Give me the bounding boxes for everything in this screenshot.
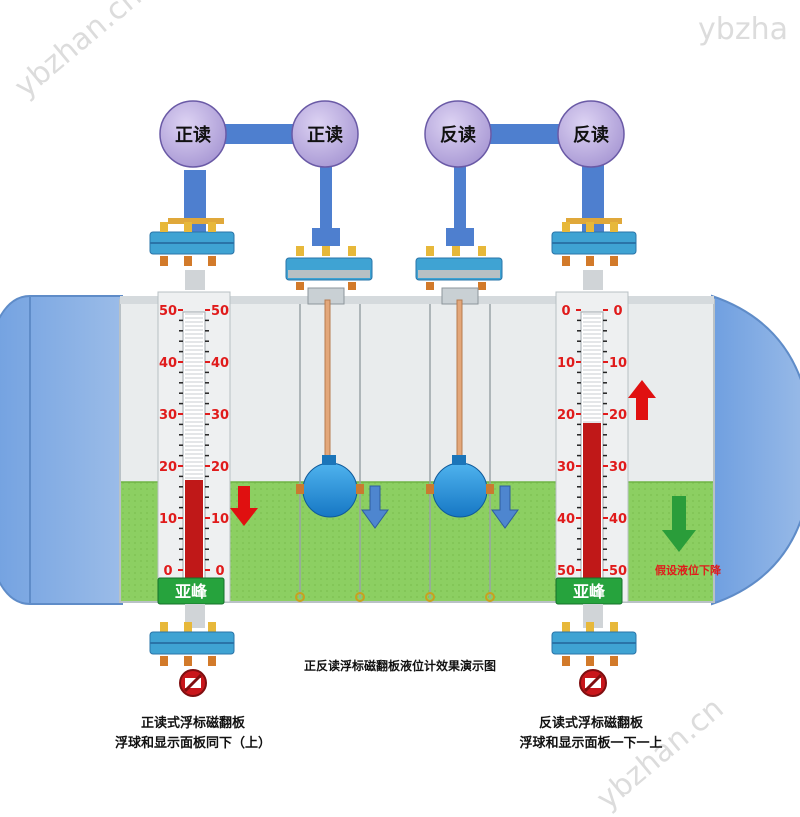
reverse-gauge: 0 0 10 10 20 20 30 30 40 40 50 50	[551, 150, 637, 697]
forward-gauge-down-arrow-icon	[230, 486, 258, 526]
level-gauge-diagram: 50 50 40 40 30 30 20 20 10 10 0 0	[0, 100, 800, 697]
forward-float-down-arrow-icon	[361, 485, 389, 529]
forward-gauge-scale-label: 20	[211, 460, 229, 475]
reverse-float-magnet-right	[486, 484, 494, 494]
reverse-gauge-scale-label: 20	[557, 408, 575, 423]
reverse-gauge-scale-label: 0	[561, 304, 570, 319]
reverse-gauge-top-flange	[551, 218, 637, 266]
forward-float-assembly	[285, 155, 373, 518]
forward-gauge-bottom-flange	[149, 622, 235, 666]
forward-gauge-top-flange	[149, 218, 235, 266]
reverse-dial-left-label: 反读	[440, 124, 476, 146]
reverse-gauge-drain-valve	[579, 669, 607, 697]
reverse-gauge-scale-label: 10	[557, 356, 575, 371]
forward-gauge-scale: 50 50 40 40 30 30 20 20 10 10 0 0	[159, 304, 229, 579]
float-guide-feet	[295, 592, 495, 602]
reverse-dial-connector	[460, 124, 590, 144]
reverse-gauge-scale-label: 20	[609, 408, 627, 423]
forward-float-top-pipe	[320, 155, 332, 230]
reverse-float-top-pipe	[454, 155, 466, 230]
forward-gauge-brand-label: 亚峰	[175, 582, 208, 601]
forward-float-rod	[324, 299, 331, 459]
reverse-dial-right-label: 反读	[573, 124, 609, 146]
vessel	[0, 294, 800, 606]
forward-gauge-neck-top	[185, 270, 205, 290]
reverse-caption: 反读式浮标磁翻板 浮球和显示面板一下一上	[486, 714, 696, 754]
reverse-float-down-arrow-icon	[491, 485, 519, 529]
reverse-gauge-brand-label: 亚峰	[573, 582, 606, 601]
forward-gauge-scale-label: 10	[159, 512, 177, 527]
forward-gauge-scale-label: 20	[159, 460, 177, 475]
reverse-gauge-scale-label: 30	[609, 460, 627, 475]
vessel-left-cap	[0, 295, 123, 605]
forward-gauge-scale-label: 30	[159, 408, 177, 423]
reverse-gauge-scale-label: 50	[557, 564, 575, 579]
forward-gauge-drain-valve	[179, 669, 207, 697]
forward-gauge-scale-label: 0	[215, 564, 224, 579]
vessel-right-cap	[711, 294, 800, 606]
level-drop-note: 假设液位下降	[655, 563, 722, 577]
reverse-float-rod	[456, 299, 463, 459]
forward-gauge: 50 50 40 40 30 30 20 20 10 10 0 0	[149, 170, 235, 697]
forward-gauge-scale-label: 10	[211, 512, 229, 527]
reverse-float-magnet-left	[426, 484, 434, 494]
forward-float-flange	[285, 246, 373, 290]
forward-float-magnet-left	[296, 484, 304, 494]
float-guide-rails	[299, 304, 491, 598]
reverse-caption-line2: 浮球和显示面板一下一上	[519, 736, 663, 751]
reverse-dial-right: 反读	[557, 100, 625, 168]
reverse-gauge-scale-label: 0	[613, 304, 622, 319]
reverse-float-ball	[432, 462, 488, 518]
reverse-gauge-scale-label: 30	[557, 460, 575, 475]
forward-gauge-scale-label: 50	[159, 304, 177, 319]
forward-float-ball	[302, 462, 358, 518]
reverse-gauge-scale-label: 10	[609, 356, 627, 371]
reverse-gauge-neck-top	[583, 270, 603, 290]
forward-float-magnet-right	[356, 484, 364, 494]
vessel-top-shell	[120, 296, 714, 304]
reverse-caption-line1: 反读式浮标磁翻板	[538, 716, 643, 731]
reverse-float-assembly	[415, 155, 503, 518]
forward-gauge-red-fill	[185, 480, 203, 578]
reverse-float-flange	[415, 246, 503, 290]
forward-gauge-scale-label: 40	[211, 356, 229, 371]
reverse-gauge-scale: 0 0 10 10 20 20 30 30 40 40 50 50	[557, 304, 627, 579]
forward-caption-line2: 浮球和显示面板同下（上）	[114, 736, 271, 751]
forward-gauge-scale-label: 30	[211, 408, 229, 423]
forward-caption: 正读式浮标磁翻板 浮球和显示面板同下（上）	[88, 714, 298, 754]
center-title: 正反读浮标磁翻板液位计效果演示图	[303, 659, 496, 673]
reverse-gauge-bottom-flange	[551, 622, 637, 666]
forward-dial-right: 正读	[291, 100, 359, 168]
reverse-gauge-top-pipe	[582, 150, 604, 240]
level-drop-arrow-icon	[662, 496, 696, 552]
reverse-dial-left: 反读	[424, 100, 492, 168]
forward-gauge-scale-label: 50	[211, 304, 229, 319]
forward-dial-right-label: 正读	[307, 124, 343, 146]
forward-gauge-scale-label: 0	[163, 564, 172, 579]
forward-gauge-scale-label: 40	[159, 356, 177, 371]
reverse-gauge-scale-label: 50	[609, 564, 627, 579]
reverse-gauge-scale-label: 40	[557, 512, 575, 527]
reverse-gauge-red-fill	[583, 423, 601, 578]
reverse-gauge-up-arrow-icon	[628, 380, 656, 420]
forward-dial-left-label: 正读	[175, 124, 211, 146]
forward-dial-left: 正读	[159, 100, 227, 168]
reverse-gauge-scale-label: 40	[609, 512, 627, 527]
forward-caption-line1: 正读式浮标磁翻板	[140, 716, 245, 731]
